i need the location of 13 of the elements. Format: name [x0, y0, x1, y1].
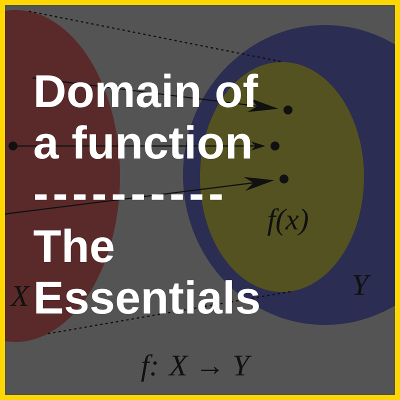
divider-text: ---------- [35, 194, 222, 200]
dotted-line [28, 10, 283, 62]
set-label: f(x) [268, 208, 308, 236]
point-dot [280, 174, 288, 184]
point-dot [270, 142, 280, 150]
dotted-line [48, 290, 293, 334]
subtitle: The Essentials [34, 228, 259, 314]
set-label: X [10, 286, 30, 306]
point-dot [284, 106, 292, 114]
title: Domain of a function [34, 74, 258, 159]
set-label: Y [353, 275, 371, 295]
formula-label: f: X → Y [141, 354, 252, 382]
point-dot [8, 142, 18, 150]
